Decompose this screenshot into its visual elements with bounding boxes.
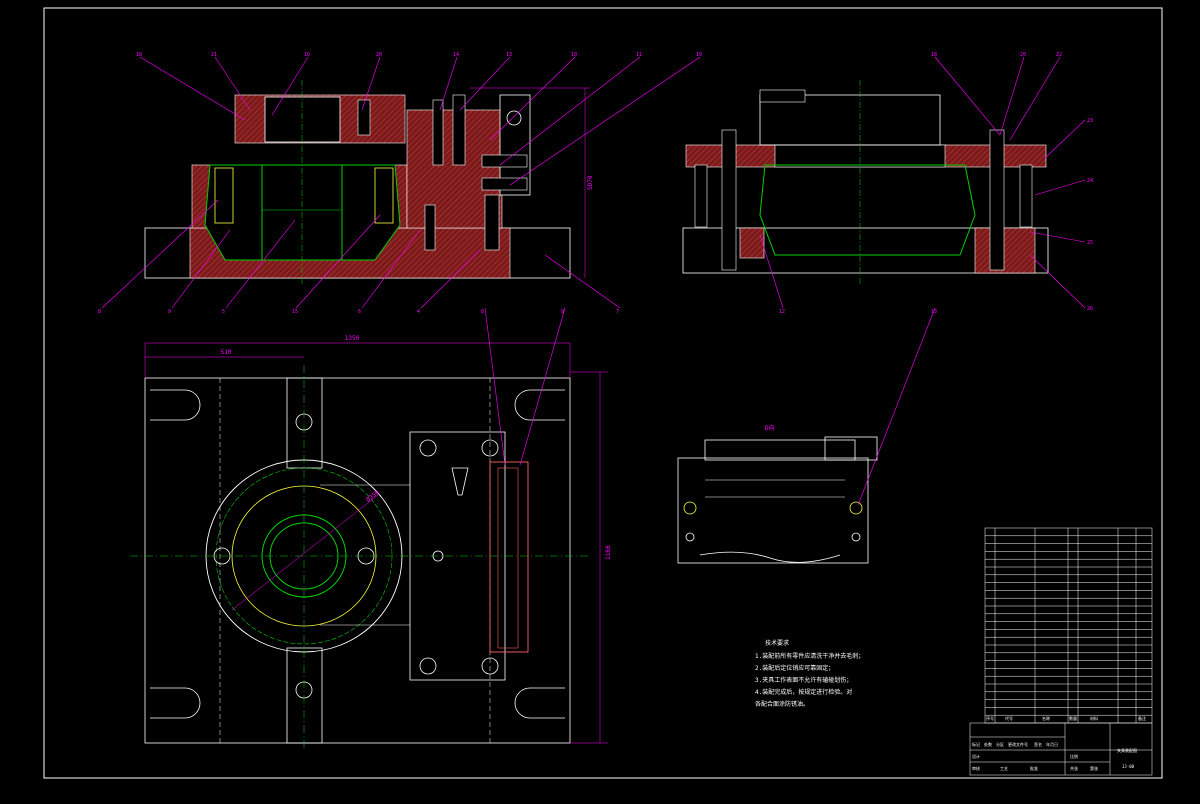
side-view bbox=[682, 80, 1049, 285]
balloon: 26 bbox=[1087, 306, 1093, 312]
title-block bbox=[969, 722, 1153, 776]
balloon: 10 bbox=[571, 52, 577, 58]
tb-label: 设计 bbox=[972, 753, 980, 759]
balloon: 15 bbox=[292, 309, 298, 315]
balloon: 14 bbox=[453, 52, 459, 58]
sheet-border bbox=[43, 7, 1163, 779]
balloon: 8 bbox=[98, 309, 101, 315]
tb-label: 批准 bbox=[1030, 765, 1038, 771]
tech-note: 各配合面涂防锈油。 bbox=[755, 700, 809, 708]
title-block-text: 夹具装配图 JJ-00 标记 处数 分区 更改文件号 签名 年月日 设计 审核 … bbox=[972, 741, 1137, 771]
front-section-view: SD70 bbox=[144, 80, 594, 285]
tech-title: 技术要求 bbox=[765, 639, 789, 647]
tech-note: 1.装配前所有零件应清洗干净并去毛刺； bbox=[755, 652, 864, 660]
balloon: 5 bbox=[222, 309, 225, 315]
tb-label: 签名 bbox=[1034, 741, 1042, 747]
balloon: 9 bbox=[561, 309, 564, 315]
balloon: 11 bbox=[636, 52, 642, 58]
balloon: 12 bbox=[779, 309, 785, 315]
balloon: 22 bbox=[1056, 52, 1062, 58]
tb-label: 分区 bbox=[996, 741, 1004, 747]
header-cell: 备注 bbox=[1138, 715, 1146, 721]
tb-label: 更改文件号 bbox=[1008, 741, 1028, 747]
balloon: 20 bbox=[1020, 52, 1026, 58]
section-label: D向 bbox=[765, 424, 775, 432]
header-cell: 名称 bbox=[1042, 715, 1050, 721]
balloon: 23 bbox=[1087, 118, 1093, 124]
balloon: 18 bbox=[931, 52, 937, 58]
balloons: 18 21 16 20 14 13 10 11 19 8 9 5 15 6 4 … bbox=[98, 52, 1093, 315]
detail-d-view: D向 bbox=[677, 424, 878, 564]
balloon: 21 bbox=[211, 52, 217, 58]
front-height-dim: SD70 bbox=[587, 175, 594, 190]
balloon: 4 bbox=[417, 309, 420, 315]
half-width-dim: 510 bbox=[221, 349, 232, 356]
tb-label: 标记 bbox=[972, 741, 980, 747]
balloon: 25 bbox=[1087, 240, 1093, 246]
balloon: 16 bbox=[304, 52, 310, 58]
tb-label: 处数 bbox=[984, 741, 992, 747]
balloon: 7 bbox=[616, 309, 619, 315]
tech-requirements: 技术要求 1.装配前所有零件应清洗干净并去毛刺； 2.装配后定位销应可靠固定； … bbox=[755, 639, 864, 708]
plan-view: Ø350 1350 510 1160 bbox=[130, 335, 612, 748]
tb-label: 共张 bbox=[1070, 765, 1078, 771]
balloon: 20 bbox=[376, 52, 382, 58]
balloon: 6 bbox=[358, 309, 361, 315]
parts-header: 序号 代号 名称 数量 材料 备注 bbox=[986, 715, 1146, 721]
tb-label: 比例 bbox=[1070, 753, 1078, 759]
balloon: 13 bbox=[931, 309, 937, 315]
tech-note: 3.夹具工作表面不允许有磕碰划伤； bbox=[755, 676, 852, 684]
tb-label: 第张 bbox=[1090, 765, 1098, 771]
balloon: 24 bbox=[1087, 178, 1093, 184]
parts-list bbox=[984, 527, 1153, 724]
tb-label: 审核 bbox=[972, 765, 980, 771]
overall-width-dim: 1350 bbox=[345, 335, 360, 342]
tb-label: 工艺 bbox=[1000, 766, 1008, 771]
header-cell: 材料 bbox=[1090, 715, 1098, 721]
balloon: 18 bbox=[136, 52, 142, 58]
header-cell: 代号 bbox=[1005, 715, 1013, 721]
drawing-name: 夹具装配图 bbox=[1117, 747, 1137, 753]
balloon: 9 bbox=[168, 309, 171, 315]
height-dim: 1160 bbox=[605, 545, 612, 560]
tech-note: 4.装配完成后，按规定进行检验。对 bbox=[755, 688, 852, 696]
drawing-number: JJ-00 bbox=[1122, 764, 1135, 769]
header-cell: 数量 bbox=[1069, 715, 1077, 721]
header-cell: 序号 bbox=[986, 715, 994, 721]
tb-label: 年月日 bbox=[1046, 741, 1058, 747]
balloon: 13 bbox=[506, 52, 512, 58]
tech-note: 2.装配后定位销应可靠固定； bbox=[755, 664, 834, 672]
leader-lines bbox=[101, 56, 1086, 506]
balloon: 19 bbox=[696, 52, 702, 58]
balloon: 8 bbox=[481, 309, 484, 315]
